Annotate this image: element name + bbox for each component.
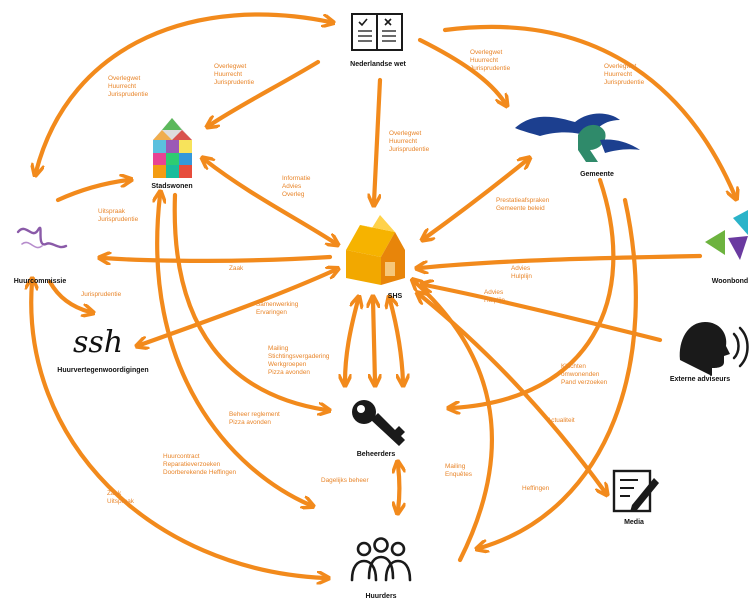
arrow-stadswonen-beheerders [172,192,326,410]
label-shs-huurcommissie: Zaak [229,265,244,272]
node-huurcommissie: Huurcommissie [14,226,68,285]
label-externe-shs: Advies Hulplijn [484,289,505,304]
node-label-beheerders: Beheerders [357,451,396,458]
label-wet-stadswonen: Overlegwet Huurrecht Jurisprudentie [214,63,255,86]
label-gemeente-shs: Prestatieafspraken Gemeente beleid [496,197,551,212]
arrow-woonbond-shs [420,253,703,268]
arrow-huurcommissie-huurders [31,282,325,578]
label-huurcommissie-ssh: Jurisprudentie [81,291,122,298]
node-label-huurders: Huurders [365,593,396,600]
label-huurders-shs: Mailing Enquêtes [445,463,472,478]
label-huurcommissie-stadswonen: Uitspraak Jurisprudentie [98,208,139,223]
node-label-huurcommissie: Huurcommissie [14,278,67,285]
huurcommissie-logo-icon [16,226,68,249]
ssh-logo: ssh [73,325,123,360]
node-huurders: Huurders [350,537,412,600]
label-wet-shs: Overlegwet Huurrecht Jurisprudentie [389,130,430,153]
node-woonbond: Woonbond [705,210,748,285]
key-icon [352,400,405,446]
law-book-icon [351,13,403,51]
label-huurcommissie-huurders: Zaak Uitspraak [107,490,135,505]
node-externe-adviseurs: Externe adviseurs [670,322,749,383]
speaking-head-icon [679,322,749,376]
node-beheerders: Beheerders [352,400,405,458]
label-stadswonen-huurders: Huurcontract Reparatieverzoeken Doorbere… [163,453,237,476]
node-label-media: Media [624,519,644,526]
arrow-stadswonen-shs [205,160,335,243]
node-nederlandse-wet: Nederlandse wet [350,13,406,68]
arrow-wet-shs [374,77,383,202]
edge-labels: Overlegwet Huurrecht Jurisprudentie Over… [81,49,645,505]
label-beheerders-huurders: Dagelijks beheer [321,477,369,484]
arrows [31,12,735,578]
arrow-shs-beheerders-2 [373,300,375,382]
node-label-huurvertegenwoordigingen: Huurvertegenwoordigingen [57,367,148,374]
label-wet-huurcommissie: Overlegwet Huurrecht Jurisprudentie [108,75,149,98]
label-gemeente-huurders: Heffingen [522,485,550,492]
node-shs: SHS [346,215,405,300]
arrow-huurcommissie-stadswonen [55,180,128,203]
stadswonen-logo-icon [153,118,192,178]
node-label-gemeente: Gemeente [580,171,614,178]
arrow-gemeente-shs [425,160,527,238]
node-stadswonen: Stadswonen [151,118,193,190]
node-gemeente: Gemeente [515,113,640,178]
arrow-shs-beheerders-1 [345,300,358,382]
node-huurvertegenwoordigingen: ssh Huurvertegenwoordigingen [57,325,148,374]
arrow-shs-huurcommissie [103,257,333,261]
arrow-gemeente-huurders [480,197,638,548]
gemeente-logo-icon [515,113,640,162]
label-ssh-shs: Samenwerking Ervaringen [256,301,300,316]
arrow-wet-stadswonen [210,59,321,125]
woonbond-logo-icon [705,210,748,260]
node-label-nederlandse-wet: Nederlandse wet [350,61,406,68]
users-group-icon [350,537,412,582]
document-pen-icon [612,469,659,513]
label-stadswonen-beheerders: Beheer reglement Pizza avonden [229,411,282,426]
label-wet-woonbond: Overlegwet Huurrecht Jurisprudentie [604,63,645,86]
node-media: Media [612,469,659,526]
node-label-shs: SHS [388,293,403,300]
label-shs-beheerders: Mailing Stichtingsvergadering Werkgroepe… [268,345,331,376]
arrow-wet-huurcommissie [36,12,330,172]
label-wet-gemeente: Overlegwet Huurrecht Jurisprudentie [470,49,511,72]
node-label-externe-adviseurs: Externe adviseurs [670,376,730,383]
shs-house-icon [346,215,405,285]
arrow-beheerders-huurders [398,465,400,510]
node-label-woonbond: Woonbond [712,278,748,285]
label-gemeente-beheerders: Klachten omwonenden Pand verzoeken [561,363,608,386]
arrow-wet-gemeente [417,37,505,103]
label-shs-media: Actualiteit [547,417,575,424]
label-stadswonen-shs: Informatie Advies Overleg [282,175,312,198]
arrow-huurders-shs [415,282,495,563]
arrow-wet-woonbond [442,24,735,196]
arrow-shs-beheerders-3 [390,300,403,382]
node-label-stadswonen: Stadswonen [151,183,192,190]
label-woonbond-shs: Advies Hulplijn [511,265,532,280]
